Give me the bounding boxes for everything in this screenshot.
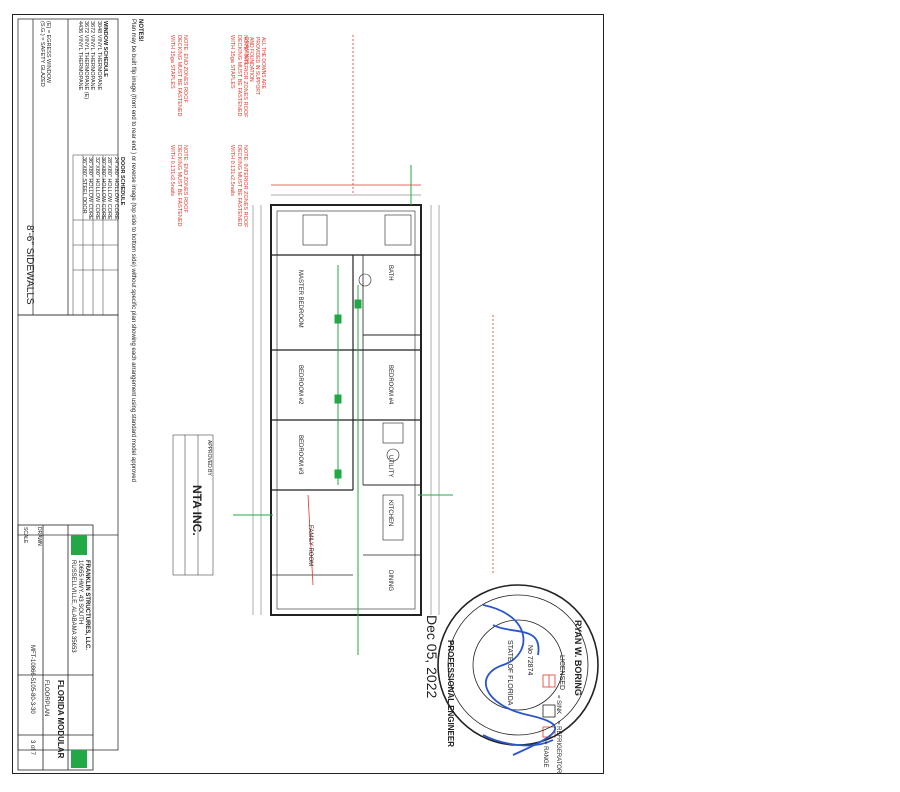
green-annotations: [233, 165, 453, 655]
room-label: DINING: [387, 570, 393, 591]
drawing-sheet: NOTES! Plan may be built flip image (fro…: [12, 14, 604, 774]
sheet-number: 3 of 7: [29, 740, 35, 756]
room-label: FAMILY ROOM: [307, 525, 313, 567]
room-label: MASTER BEDROOM: [297, 270, 303, 328]
date-stamp: Dec 05, 2022: [424, 615, 440, 699]
legend-range: = RANGE: [542, 741, 548, 768]
seal-licensed: LICENSED: [558, 655, 565, 691]
red-guide-lines: [271, 35, 494, 586]
seal-state: STATE OF FLORIDA: [506, 640, 513, 706]
house-outline: [270, 204, 422, 616]
floor-plan-drawing: [17, 18, 599, 771]
product-name: FLORIDA MODULAR: [56, 680, 65, 759]
room-label: BEDROOM #3: [297, 435, 303, 475]
drawing-number: MFT-10866-5105-80-3-30: [29, 645, 35, 714]
seal-role: PROFESSIONAL ENGINEER: [446, 640, 455, 747]
company-address-1: 10655 HWY. 43 SOUTH: [77, 560, 83, 625]
seal-name: RYAN W. BORING: [573, 620, 583, 696]
company-address-2: RUSSELLVILLE, ALABAMA 35653: [70, 560, 76, 653]
room-label: UTILITY: [387, 455, 393, 478]
approval-box: [172, 434, 214, 576]
legend-refrigerator: = REFRIGERATOR: [555, 721, 561, 774]
legend-sink: = SINK: [555, 695, 561, 715]
seal-license: No 72874: [526, 645, 533, 676]
room-label: BEDROOM #2: [297, 365, 303, 405]
door-schedule-grid: [72, 154, 118, 315]
room-label: BATH: [387, 265, 393, 281]
company-name: FRANKLIN STRUCTURES, LLC.: [84, 560, 90, 650]
title-block-grid: [17, 524, 94, 771]
drawn-label: DRAWN: [36, 527, 42, 546]
room-label: KITCHEN: [387, 500, 393, 527]
approved-by: APPROVED BY: [206, 440, 212, 476]
sheet-title: FLOORPLAN: [43, 680, 49, 717]
approval-logo: NTA INC.: [190, 485, 204, 536]
signature: [482, 604, 556, 756]
dimension-lines: [252, 194, 440, 615]
legend-symbols: [542, 674, 556, 738]
room-label: BEDROOM #4: [387, 365, 393, 405]
scale-label: SCALE: [22, 527, 28, 544]
